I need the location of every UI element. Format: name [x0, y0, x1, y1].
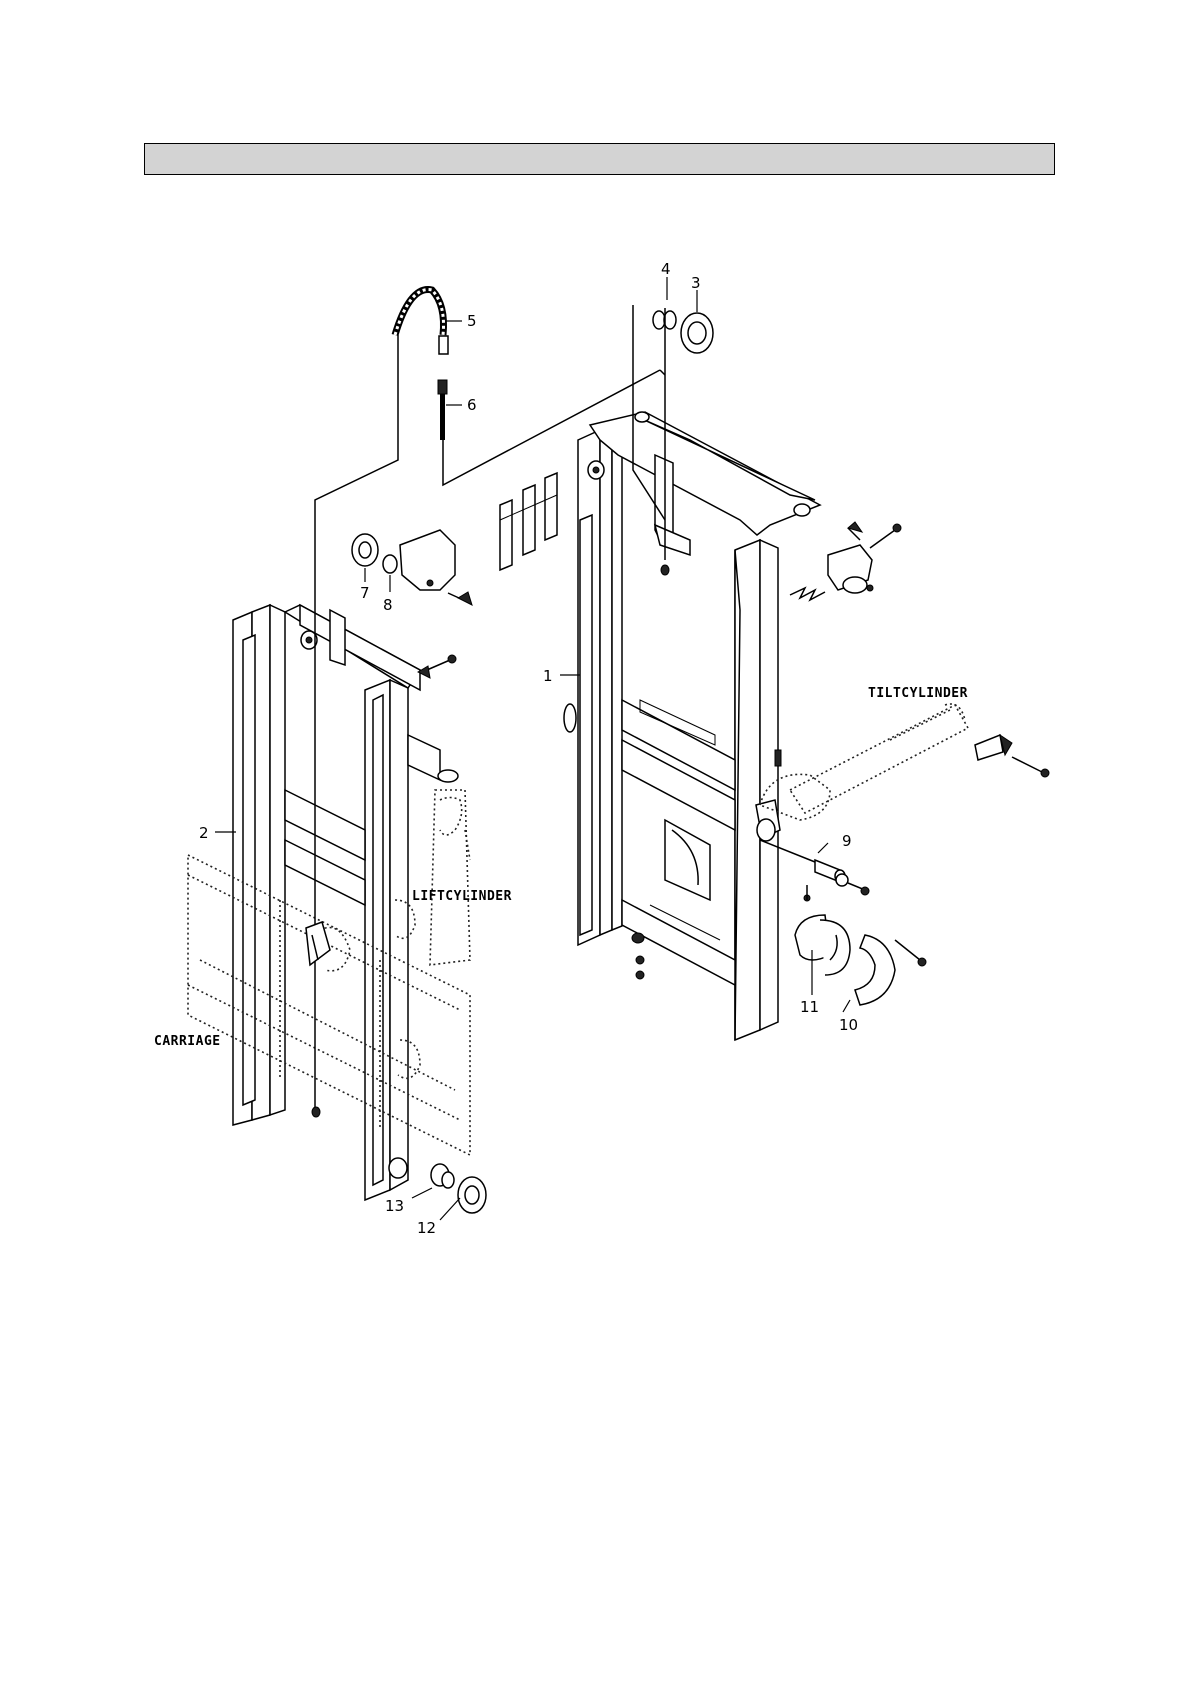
carriage-label: CARRIAGE: [154, 1034, 221, 1049]
lift-cylinder: [430, 770, 470, 965]
callout-4: 4: [661, 260, 671, 278]
tilt-cylinder: [760, 704, 1049, 820]
trunnion-assembly: [795, 885, 926, 1005]
shim-plates: [500, 473, 557, 570]
callout-2: 2: [199, 824, 209, 842]
callout-10: 10: [839, 1016, 858, 1034]
callout-9: 9: [842, 832, 852, 850]
outer-mast: [564, 412, 820, 1040]
tilt-cylinder-label: TILTCYLINDER: [868, 686, 968, 701]
callout-7: 7: [360, 584, 370, 602]
callout-1: 1: [543, 667, 553, 685]
callout-13: 13: [385, 1197, 404, 1215]
chain-anchor-bracket: [790, 522, 901, 600]
lower-rollers: [431, 1164, 486, 1213]
callout-8: 8: [383, 596, 393, 614]
callout-3: 3: [691, 274, 701, 292]
inner-mast: [233, 605, 440, 1200]
lift-cylinder-label: LIFTCYLINDER: [412, 889, 512, 904]
callout-12: 12: [417, 1219, 436, 1237]
callout-11: 11: [800, 998, 819, 1016]
callout-5: 5: [467, 312, 477, 330]
callout-6: 6: [467, 396, 477, 414]
